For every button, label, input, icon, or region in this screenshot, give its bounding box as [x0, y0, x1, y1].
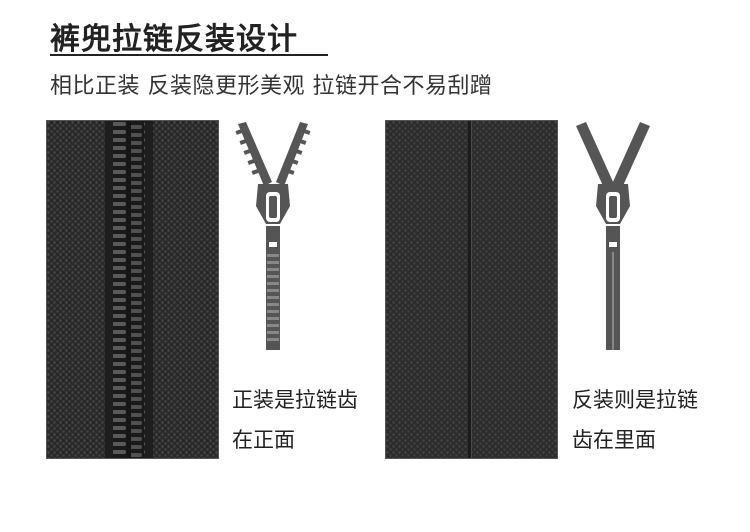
caption-reverse: 反装则是拉链 齿在里面 — [572, 380, 698, 460]
caption-standard: 正装是拉链齿 在正面 — [232, 380, 358, 460]
zipper-front-photo — [46, 120, 219, 459]
caption-standard-line1: 正装是拉链齿 — [232, 388, 358, 412]
caption-reverse-line2: 齿在里面 — [572, 428, 656, 452]
caption-reverse-line1: 反装则是拉链 — [572, 388, 698, 412]
zipper-reverse-photo — [385, 120, 558, 459]
caption-standard-line2: 在正面 — [232, 428, 295, 452]
page-subtitle: 相比正装 反装隐更形美观 拉链开合不易刮蹭 — [50, 74, 493, 99]
title-underline — [50, 54, 328, 56]
page-title: 裤兜拉链反装设计 — [50, 22, 298, 57]
invisible-zipper-icon — [568, 120, 658, 364]
standard-zipper-icon — [228, 120, 318, 364]
